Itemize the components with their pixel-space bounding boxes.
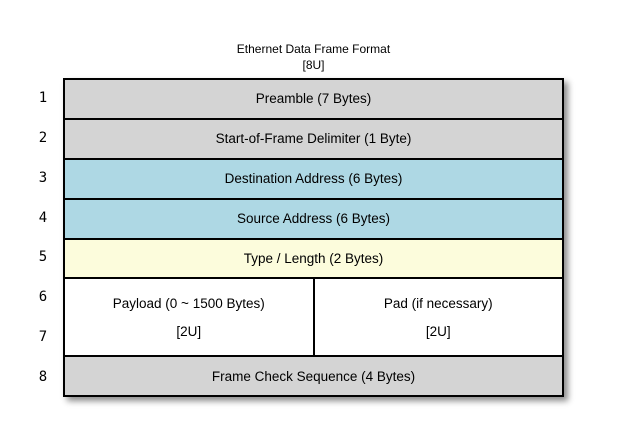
row-payload-pad: Payload (0 ~ 1500 Bytes) [2U] Pad (if ne… xyxy=(65,279,563,358)
row-sfd-label: Start-of-Frame Delimiter (1 Byte) xyxy=(215,131,412,147)
cell-payload: Payload (0 ~ 1500 Bytes) [2U] xyxy=(65,279,315,356)
row-number-3: 3 xyxy=(38,169,48,186)
row-number-column: 1 2 3 4 5 6 7 8 xyxy=(30,78,56,397)
cell-pad-label: Pad (if necessary) xyxy=(383,295,493,311)
row-number-5: 5 xyxy=(38,249,48,266)
row-number-8: 8 xyxy=(38,369,48,386)
row-number-2: 2 xyxy=(38,129,48,146)
cell-payload-label: Payload (0 ~ 1500 Bytes) xyxy=(112,295,265,311)
row-number-1: 1 xyxy=(38,89,48,106)
diagram-title-line2: [8U] xyxy=(302,58,325,72)
row-source-address: Source Address (6 Bytes) xyxy=(65,199,562,240)
row-start-of-frame-delimiter: Start-of-Frame Delimiter (1 Byte) xyxy=(65,119,562,160)
cell-pad-units: [2U] xyxy=(425,323,451,339)
row-number-7: 7 xyxy=(38,329,48,346)
row-number-6: 6 xyxy=(38,289,48,306)
diagram-title: Ethernet Data Frame Format [8U] xyxy=(63,41,564,73)
diagram-title-line1: Ethernet Data Frame Format xyxy=(236,42,391,56)
row-destination-address: Destination Address (6 Bytes) xyxy=(65,159,562,200)
row-fcs-label: Frame Check Sequence (4 Bytes) xyxy=(211,368,416,384)
row-preamble: Preamble (7 Bytes) xyxy=(65,80,562,120)
row-destination-label: Destination Address (6 Bytes) xyxy=(224,171,403,187)
row-type-length-label: Type / Length (2 Bytes) xyxy=(243,250,384,266)
row-source-label: Source Address (6 Bytes) xyxy=(236,211,391,227)
row-preamble-label: Preamble (7 Bytes) xyxy=(255,91,372,107)
row-type-length: Type / Length (2 Bytes) xyxy=(65,239,562,280)
cell-pad: Pad (if necessary) [2U] xyxy=(315,279,563,355)
row-number-4: 4 xyxy=(38,209,48,226)
cell-payload-units: [2U] xyxy=(176,323,202,339)
frame-format-table: Preamble (7 Bytes) Start-of-Frame Delimi… xyxy=(63,78,564,397)
row-frame-check-sequence: Frame Check Sequence (4 Bytes) xyxy=(65,357,562,395)
